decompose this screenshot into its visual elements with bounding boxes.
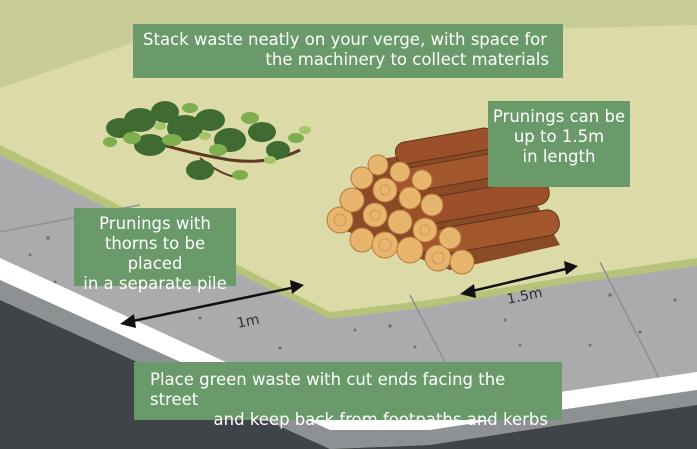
callout-cut-ends: Place green waste with cut ends facing t…	[134, 362, 562, 429]
callout-pruning-length: Prunings can be up to 1.5m in length	[488, 101, 630, 187]
callout-text: Prunings with	[99, 214, 211, 233]
footpath-joint	[599, 261, 661, 381]
callout-thorny-prunings: Prunings with thorns to be placed in a s…	[74, 208, 236, 293]
callout-text: in a separate pile	[83, 274, 227, 293]
measure-label-1-5m: 1.5m	[506, 285, 544, 308]
callout-text: Prunings can be	[492, 107, 626, 126]
callout-text: in length	[522, 147, 596, 166]
measure-arrow-1m	[120, 280, 304, 328]
callout-text: and keep back from footpaths and kerbs	[213, 410, 548, 429]
measure-label-1m: 1m	[236, 312, 261, 332]
thorny-branch-icon	[103, 101, 311, 180]
road	[330, 405, 697, 449]
measure-arrow-1-5m	[460, 261, 578, 298]
callout-stack-neatly: Stack waste neatly on your verge, with s…	[133, 24, 563, 78]
callout-text: thorns to be placed	[104, 234, 206, 273]
callout-text: the machinery to collect materials	[265, 50, 549, 69]
callout-text: Place green waste with cut ends facing t…	[150, 370, 506, 409]
callout-text: Stack waste neatly on your verge, with s…	[143, 30, 548, 49]
callout-text: up to 1.5m	[513, 127, 605, 146]
footpath	[0, 155, 697, 410]
